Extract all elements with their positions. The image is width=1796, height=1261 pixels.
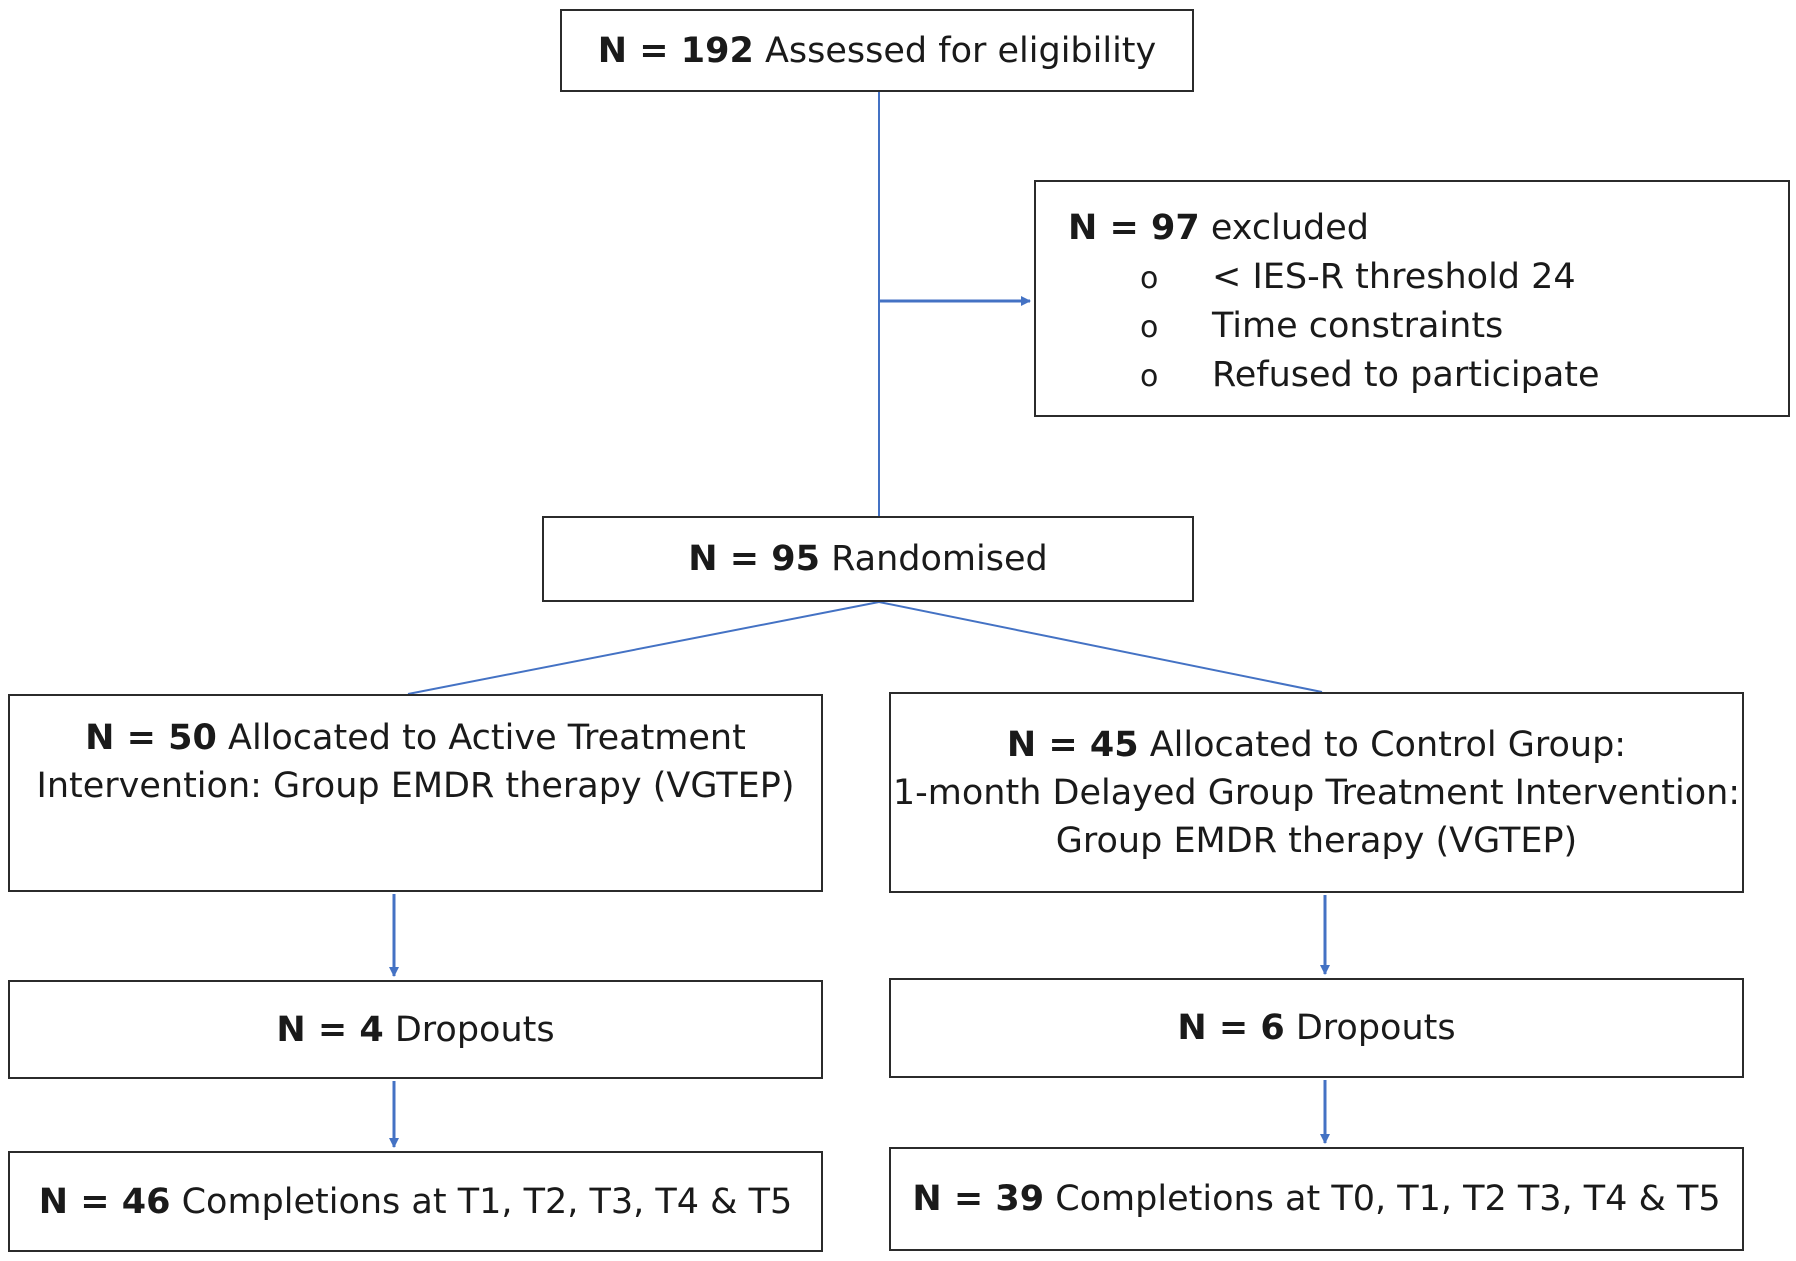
active-completions-box: N = 46 Completions at T1, T2, T3, T4 & T… xyxy=(8,1151,823,1252)
active-treatment-box: N = 50 Allocated to Active Treatment Int… xyxy=(8,694,823,892)
active-line-2: Intervention: Group EMDR therapy (VGTEP) xyxy=(36,766,795,806)
active-dropouts-count: N = 4 xyxy=(276,1009,384,1050)
control-group-box: N = 45 Allocated to Control Group: 1-mon… xyxy=(889,692,1744,893)
exclusion-reason-text: Refused to participate xyxy=(1212,355,1600,395)
control-dropouts-count: N = 6 xyxy=(1177,1008,1285,1048)
active-completions-label: N = 46 Completions at T1, T2, T3, T4 & T… xyxy=(39,1178,793,1226)
randomised-count: N = 95 xyxy=(688,539,820,579)
bullet-icon: o xyxy=(1140,310,1159,345)
excluded-label: N = 97 excluded xyxy=(1068,204,1369,252)
control-dropouts-text: Dropouts xyxy=(1295,1008,1456,1048)
active-line-1: N = 50 Allocated to Active Treatment xyxy=(85,714,746,762)
connector-randomised-to-control xyxy=(878,601,1323,693)
control-line-3: Group EMDR therapy (VGTEP) xyxy=(1055,820,1578,861)
eligibility-count: N = 192 xyxy=(597,30,754,71)
eligibility-box: N = 192 Assessed for eligibility xyxy=(560,9,1194,92)
bullet-icon: o xyxy=(1140,359,1159,394)
control-dropouts-label: N = 6 Dropouts xyxy=(1177,1004,1455,1052)
active-count: N = 50 xyxy=(85,718,217,758)
active-dropouts-label: N = 4 Dropouts xyxy=(276,1006,554,1054)
control-dropouts-box: N = 6 Dropouts xyxy=(889,978,1744,1078)
excluded-count: N = 97 xyxy=(1068,208,1200,248)
control-line-1-text: Allocated to Control Group: xyxy=(1149,724,1627,765)
control-completions-label: N = 39 Completions at T0, T1, T2 T3, T4 … xyxy=(912,1175,1720,1223)
eligibility-label: N = 192 Assessed for eligibility xyxy=(598,27,1157,75)
control-count: N = 45 xyxy=(1006,724,1139,765)
randomised-text: Randomised xyxy=(831,539,1048,579)
active-completions-count: N = 46 xyxy=(38,1181,171,1222)
randomised-box: N = 95 Randomised xyxy=(542,516,1194,602)
active-line-1-text: Allocated to Active Treatment xyxy=(228,718,746,758)
exclusion-reason-text: Time constraints xyxy=(1212,306,1504,346)
bullet-icon: o xyxy=(1140,261,1159,296)
randomised-label: N = 95 Randomised xyxy=(688,535,1047,583)
connector-randomised-to-active xyxy=(407,601,880,695)
exclusion-reason-text: < IES-R threshold 24 xyxy=(1212,257,1576,297)
control-line-2: 1-month Delayed Group Treatment Interven… xyxy=(892,772,1741,813)
exclusion-reason: o < IES-R threshold 24 xyxy=(1140,253,1600,302)
exclusion-reason: o Time constraints xyxy=(1140,302,1600,351)
control-completions-text: Completions at T0, T1, T2 T3, T4 & T5 xyxy=(1055,1179,1721,1219)
active-completions-text: Completions at T1, T2, T3, T4 & T5 xyxy=(181,1181,793,1222)
exclusion-reason: o Refused to participate xyxy=(1140,351,1600,400)
control-line-1: N = 45 Allocated to Control Group: xyxy=(1007,721,1626,769)
control-completions-box: N = 39 Completions at T0, T1, T2 T3, T4 … xyxy=(889,1147,1744,1251)
active-dropouts-box: N = 4 Dropouts xyxy=(8,980,823,1079)
control-completions-count: N = 39 xyxy=(912,1179,1045,1219)
excluded-text: excluded xyxy=(1210,208,1369,248)
eligibility-text: Assessed for eligibility xyxy=(764,30,1157,71)
active-dropouts-text: Dropouts xyxy=(394,1009,555,1050)
